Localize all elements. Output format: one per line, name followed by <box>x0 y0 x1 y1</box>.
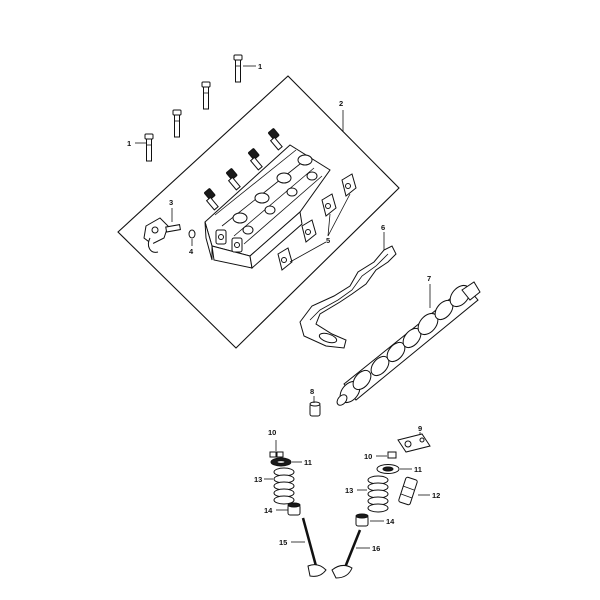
leader-5-a <box>327 193 351 237</box>
valve-spring-13-b <box>367 475 389 513</box>
valve-spring-13-a <box>273 467 295 505</box>
callout-10-a: 10 <box>268 428 276 437</box>
rocker-arm-5-a <box>341 173 357 197</box>
injector-b <box>226 168 241 191</box>
cylinder-head-frame <box>117 75 400 349</box>
valve-seal-14-b <box>355 513 369 527</box>
leader-5-b <box>327 213 331 237</box>
callout-1-b: 1 <box>127 139 131 148</box>
valve-seal-14-a <box>287 502 301 516</box>
spring-retainer-11-a-hole <box>276 460 286 464</box>
callout-3: 3 <box>169 198 173 207</box>
cylinder-head <box>204 144 331 269</box>
callout-2: 2 <box>339 99 343 108</box>
sensor-3 <box>143 217 181 253</box>
bolt-1-b <box>201 81 211 110</box>
callout-13-a: 13 <box>254 475 262 484</box>
callout-14-b: 14 <box>386 517 395 526</box>
injector-c <box>248 148 263 171</box>
callout-11-a: 11 <box>304 458 312 467</box>
callout-14-a: 14 <box>264 506 273 515</box>
bolt-1-a <box>233 54 243 83</box>
plug-8 <box>309 401 321 417</box>
valve-keeper-10-a <box>269 451 284 458</box>
callout-1-a: 1 <box>258 62 262 71</box>
callout-9: 9 <box>418 424 422 433</box>
bolt-1-d <box>144 133 154 162</box>
callout-12: 12 <box>432 491 440 500</box>
injector-d <box>268 128 283 151</box>
exhaust-valve-16 <box>331 529 362 579</box>
callout-15: 15 <box>279 538 287 547</box>
spring-retainer-11-b <box>376 464 400 474</box>
callout-7: 7 <box>427 274 431 283</box>
bolt-1-c <box>172 109 182 138</box>
gasket-6 <box>299 245 397 349</box>
callout-16: 16 <box>372 544 380 553</box>
intake-valve-15 <box>301 517 327 577</box>
callout-8: 8 <box>310 387 314 396</box>
rocker-follower-9 <box>397 433 431 453</box>
hydraulic-lash-adjuster-12 <box>398 476 418 506</box>
callout-11-b: 11 <box>414 465 422 474</box>
callout-13-b: 13 <box>345 486 353 495</box>
rocker-arm-5-d <box>277 247 293 271</box>
callout-4: 4 <box>189 247 194 256</box>
rocker-arm-5-b <box>321 193 337 217</box>
callout-5: 5 <box>326 236 330 245</box>
valve-keeper-10-b <box>387 451 397 459</box>
callout-6: 6 <box>381 223 385 232</box>
camshaft-7 <box>336 281 481 406</box>
leader-5-c <box>289 241 327 263</box>
callout-10-b: 10 <box>364 452 372 461</box>
injector-a <box>204 188 219 211</box>
rocker-arm-5-c <box>301 219 317 243</box>
o-ring-4 <box>188 229 196 239</box>
